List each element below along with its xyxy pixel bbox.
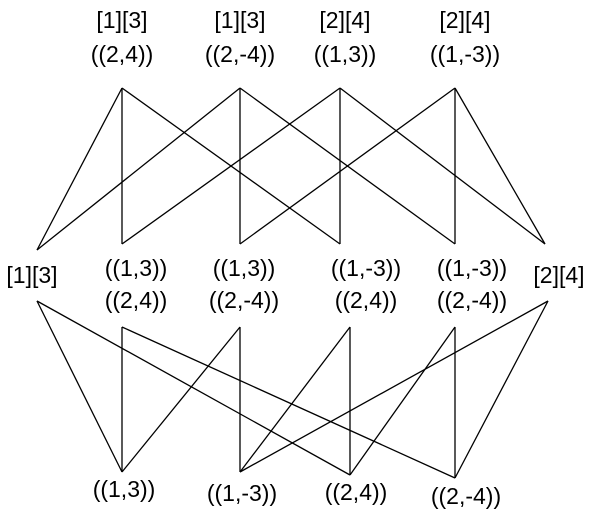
top-node-2-label-1: [1][3] <box>214 7 265 33</box>
top-node-4-label-1: [2][4] <box>439 7 490 33</box>
bottom-node-2-label: ((1,-3)) <box>207 480 277 506</box>
lower-edge-mL-b1 <box>36 300 123 473</box>
bottom-node-3: ((2,4)) <box>325 479 388 505</box>
upper-edge-t4-m2 <box>239 87 456 245</box>
top-node-3: [2][4] ((1,3)) <box>314 7 377 67</box>
upper-edge-t2-mL <box>36 87 241 251</box>
middle-node-right: [2][4] <box>533 262 584 288</box>
upper-edge-t1-mL <box>36 87 123 251</box>
top-node-1-label-1: [1][3] <box>96 7 147 33</box>
top-node-1: [1][3] ((2,4)) <box>91 7 154 67</box>
middle-node-1: ((1,3)) ((2,4)) <box>105 255 168 313</box>
top-node-2: [1][3] ((2,-4)) <box>205 7 275 67</box>
lower-edge-mR-b2 <box>239 300 549 473</box>
bottom-node-4: ((2,-4)) <box>431 483 501 509</box>
lower-edge-m4-b3 <box>349 326 456 476</box>
bottom-node-1-label: ((1,3)) <box>93 476 156 502</box>
middle-node-2-label-2: ((2,-4)) <box>209 287 279 313</box>
lower-edge-mL-b3 <box>36 300 351 476</box>
middle-node-1-label-2: ((2,4)) <box>105 287 168 313</box>
lower-edge-mR-b4 <box>454 300 549 479</box>
bottom-node-4-label: ((2,-4)) <box>431 483 501 509</box>
top-node-2-label-2: ((2,-4)) <box>205 41 275 67</box>
lower-edge-m2-b1 <box>121 326 241 473</box>
middle-node-3-label-2: ((2,4)) <box>335 287 398 313</box>
middle-node-4: ((1,-3)) ((2,-4)) <box>437 255 507 313</box>
bottom-node-2: ((1,-3)) <box>207 480 277 506</box>
middle-node-right-label: [2][4] <box>533 262 584 288</box>
top-node-4-label-2: ((1,-3)) <box>430 41 500 67</box>
middle-node-3-label-1: ((1,-3)) <box>331 255 401 281</box>
edge-layer <box>36 87 549 479</box>
top-node-3-label-2: ((1,3)) <box>314 41 377 67</box>
top-node-4: [2][4] ((1,-3)) <box>430 7 500 67</box>
middle-node-4-label-1: ((1,-3)) <box>437 255 507 281</box>
bottom-node-3-label: ((2,4)) <box>325 479 388 505</box>
middle-node-2-label-1: ((1,3)) <box>213 255 276 281</box>
bottom-node-1: ((1,3)) <box>93 476 156 502</box>
upper-edge-t4-mR <box>454 87 546 245</box>
middle-node-left-label: [1][3] <box>6 262 57 288</box>
middle-node-4-label-2: ((2,-4)) <box>437 287 507 313</box>
top-node-1-label-2: ((2,4)) <box>91 41 154 67</box>
upper-edge-t3-mR <box>339 87 546 245</box>
lower-edge-m3-b2 <box>239 326 351 473</box>
lower-edge-m1-b4 <box>121 326 456 479</box>
middle-node-2: ((1,3)) ((2,-4)) <box>209 255 279 313</box>
top-node-3-label-1: [2][4] <box>319 7 370 33</box>
upper-edge-t3-m1 <box>121 87 341 245</box>
middle-node-left: [1][3] <box>6 262 57 288</box>
middle-node-1-label-1: ((1,3)) <box>105 255 168 281</box>
middle-node-3: ((1,-3)) ((2,4)) <box>331 255 401 313</box>
